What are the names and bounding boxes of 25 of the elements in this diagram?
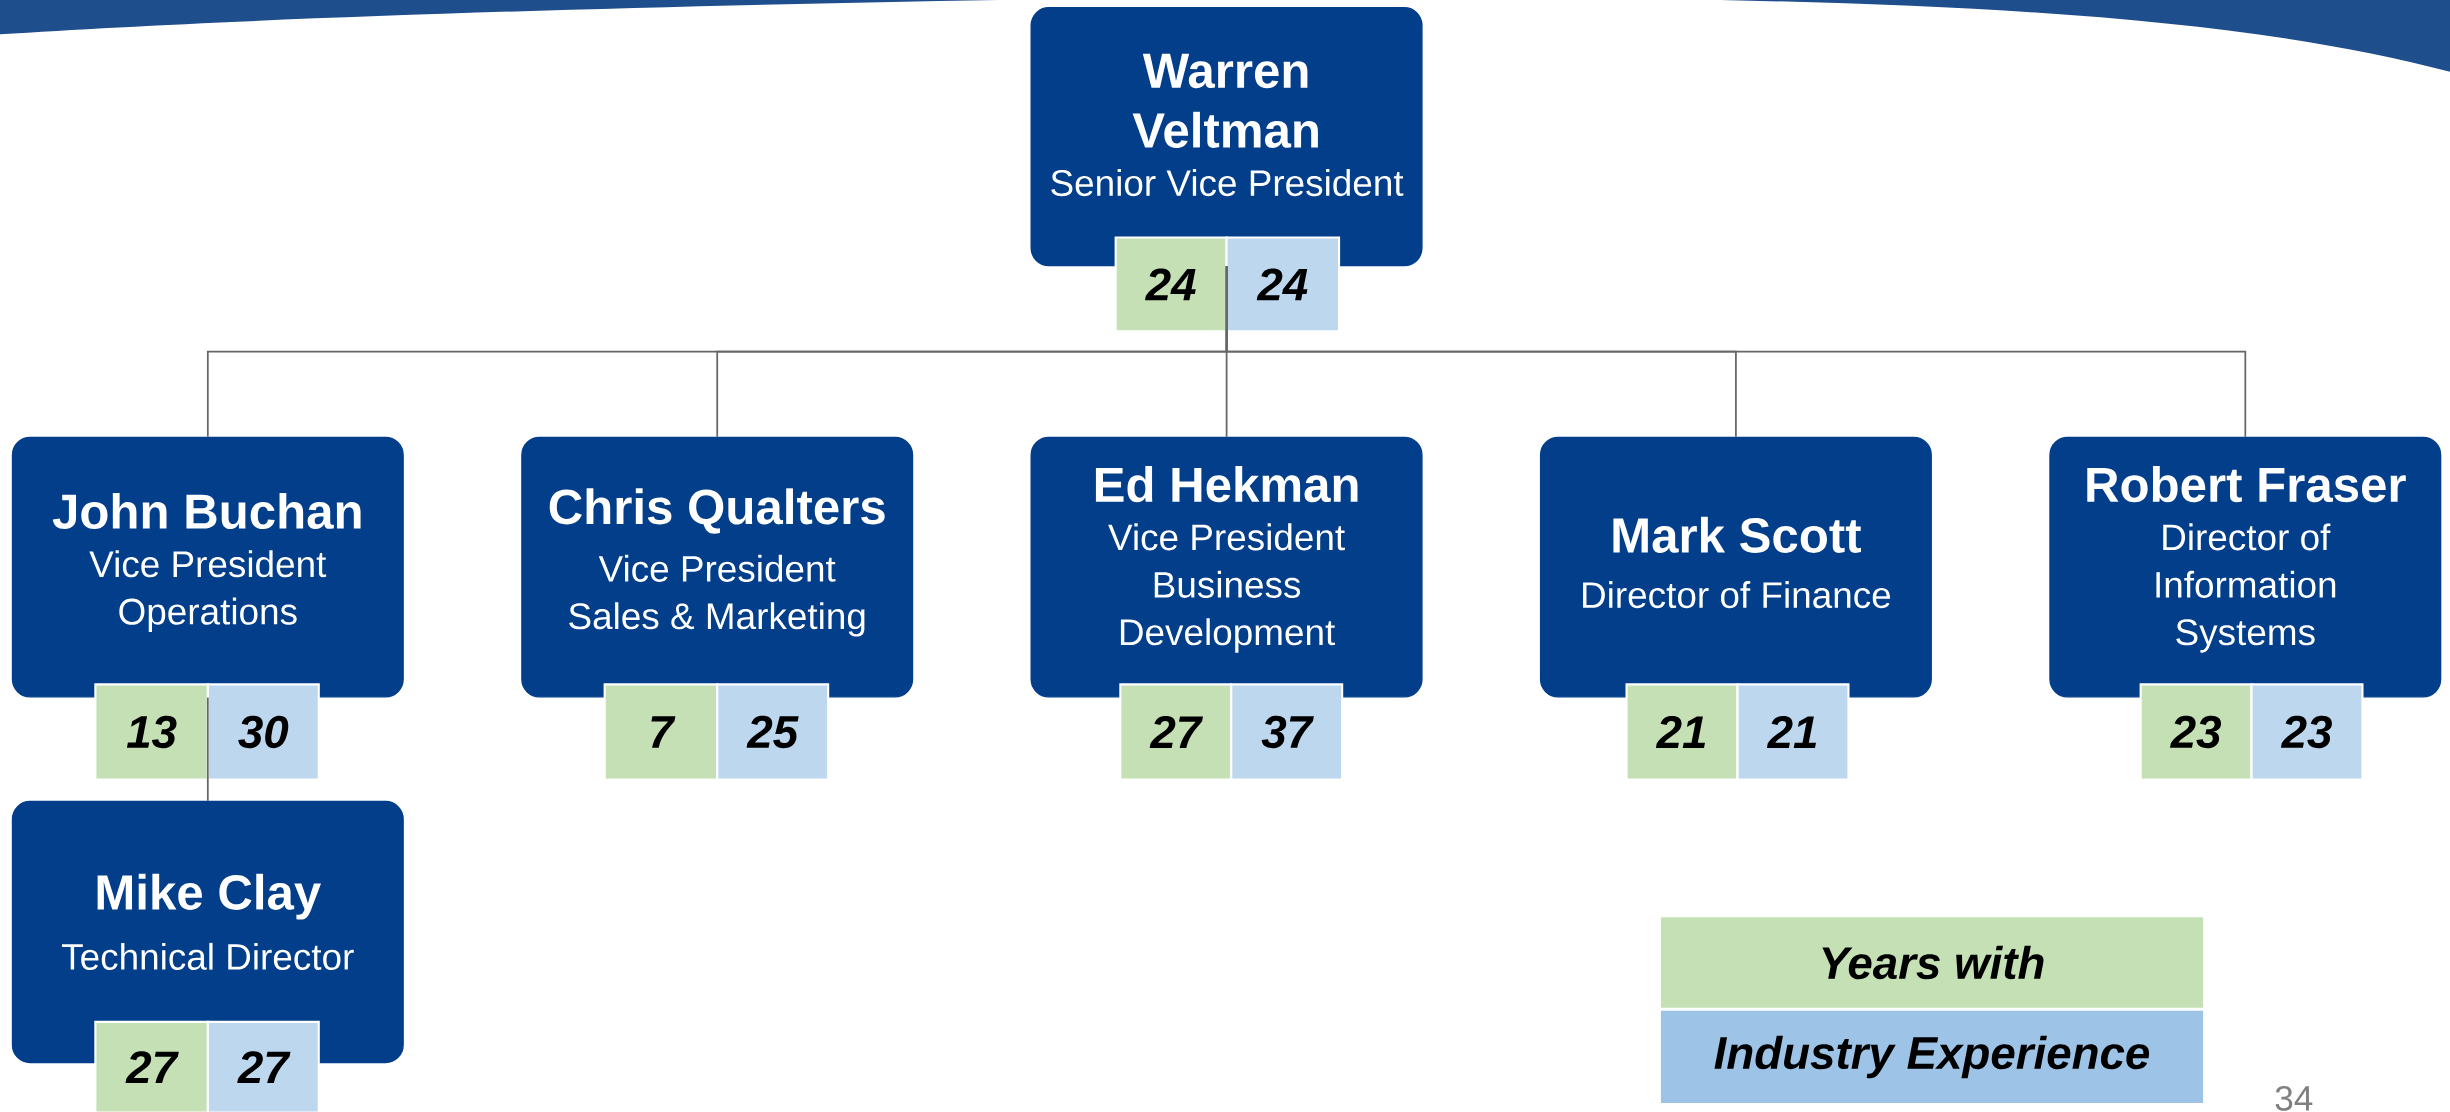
person-box: Robert Fraser Director of Information Systems — [2049, 436, 2442, 698]
years-cell: 7 — [603, 683, 719, 781]
years-cell: 27 — [94, 1020, 209, 1112]
page-number: 34 — [2275, 1085, 2313, 1111]
years-cell: 21 — [1625, 683, 1739, 781]
person-box: Mark Scott Director of Finance — [1539, 436, 1932, 698]
years-cell: 27 — [206, 1020, 320, 1112]
person-box: Ed Hekman Vice President Business Development — [1030, 436, 1423, 698]
years-cell: 13 — [94, 683, 209, 781]
legend-key: Industry Experience — [1660, 1010, 2204, 1103]
years-cell: 24 — [1225, 236, 1341, 333]
years-cell: 23 — [2139, 683, 2253, 781]
connector-line — [206, 696, 209, 802]
years-cell: 21 — [1736, 683, 1850, 781]
legend-key: Years with — [1660, 916, 2204, 1008]
years-cell: 24 — [1114, 236, 1228, 333]
person-box: Chris Qualters Vice President Sales & Marketing — [521, 436, 914, 698]
connector-line — [1225, 265, 2247, 438]
years-cell: 30 — [206, 683, 320, 781]
years-cell: 25 — [716, 683, 830, 781]
person-box: John Buchan Vice President Operations — [11, 436, 404, 698]
person-box: Warren Veltman Senior Vice President — [1030, 6, 1423, 267]
years-cell: 37 — [1230, 683, 1344, 781]
years-cell: 23 — [2250, 683, 2364, 781]
years-cell: 27 — [1119, 683, 1233, 781]
